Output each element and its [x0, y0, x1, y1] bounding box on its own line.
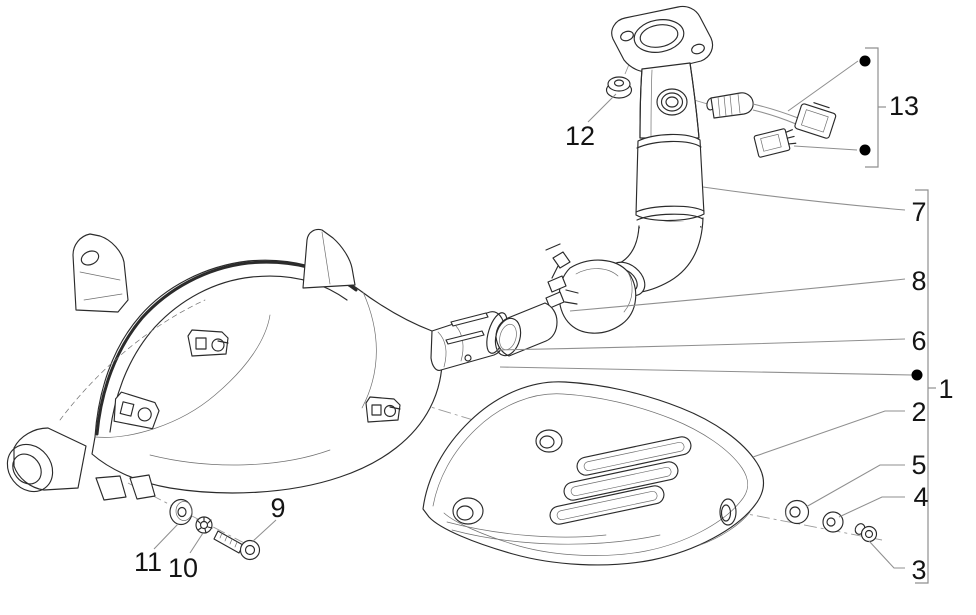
cover-lower-ribs	[446, 521, 661, 545]
leader-10	[189, 532, 204, 554]
callout-label-4: 4	[913, 482, 928, 512]
muffler-body	[6, 228, 508, 501]
flange-hole-right	[691, 43, 705, 55]
muffler-cap-edge	[94, 314, 271, 438]
callout-dot-1	[911, 369, 923, 381]
callout-label-5: 5	[911, 450, 926, 480]
leader-1	[499, 366, 913, 376]
callout-label-6: 6	[911, 326, 926, 356]
exhaust-tip	[6, 427, 87, 493]
mount-bracket-left-hole	[80, 250, 100, 266]
sensor-body	[710, 92, 754, 119]
mount-bracket-right	[302, 228, 356, 289]
sensor-connector-small	[753, 128, 797, 158]
leader-6	[496, 338, 906, 351]
leader-5	[805, 464, 905, 508]
flange-nut	[605, 76, 633, 99]
leader-12	[587, 93, 617, 123]
cover-hole-right	[719, 498, 737, 526]
bottom-fin-2	[129, 474, 156, 500]
screw-3	[854, 523, 878, 543]
mount-bracket-left-folds	[79, 271, 123, 301]
flange-port-outer	[633, 19, 685, 53]
outlet-stub	[430, 311, 508, 371]
stub-slot-2	[445, 330, 485, 345]
muffler-dome-line	[59, 299, 206, 421]
washer-4	[822, 511, 844, 533]
sensor-connector-large	[794, 102, 837, 139]
callout-dot-13a	[859, 55, 871, 67]
callout-label-1: 1	[938, 374, 953, 404]
oxygen-sensor-kit	[706, 92, 837, 158]
exhaust-pipe-assembly	[606, 5, 714, 298]
screw-9	[213, 530, 261, 561]
toothed-washer-10	[195, 516, 213, 534]
callout-dot-13b	[859, 144, 871, 156]
cover-hole-bottom-left	[452, 497, 484, 525]
leader-11	[153, 523, 179, 550]
leader-9	[251, 519, 277, 543]
callout-label-9: 9	[270, 493, 285, 523]
spring-clip-2	[113, 391, 160, 430]
muffler-seam-right	[361, 291, 377, 409]
callout-label-7: 7	[911, 197, 926, 227]
spacer-5	[784, 499, 810, 525]
washer-11	[169, 498, 193, 526]
cover-right-edge-line	[699, 511, 751, 546]
centerline-nut-axis	[619, 61, 631, 87]
clamp-tab-1	[547, 275, 567, 293]
clamp-bolt	[552, 251, 571, 269]
callout-label-10: 10	[168, 553, 198, 583]
callout-label-12: 12	[565, 121, 595, 151]
flange-hole-left	[620, 30, 634, 42]
sensor-boss	[656, 88, 688, 116]
callout-labels: 1 2 3 4 5 6 7 8 9 10 11 12 13	[134, 91, 954, 585]
leader-2	[752, 410, 905, 458]
centerline-lower-fastener-axis	[127, 482, 251, 547]
callout-label-2: 2	[911, 397, 926, 427]
mount-bracket-right-fold	[321, 231, 331, 285]
muffler-lower-line	[149, 449, 331, 466]
leader-7	[702, 186, 906, 211]
centerline-sensor-axis	[693, 99, 719, 108]
stub-drain-hole	[464, 354, 472, 362]
cover-inner-outline	[432, 393, 749, 556]
mount-bracket-left	[72, 233, 129, 313]
callout-label-8: 8	[911, 266, 926, 296]
exhaust-clamp	[545, 243, 637, 334]
gasket-sleeve	[494, 302, 558, 357]
leader-13a	[787, 60, 859, 112]
catalyst-body	[635, 133, 705, 222]
pipe-tube	[639, 62, 700, 139]
cover-hole-top	[535, 429, 563, 453]
leader-13b	[793, 145, 858, 151]
callout-label-13: 13	[889, 91, 919, 121]
bottom-fin-1	[95, 475, 127, 501]
leader-lines	[153, 60, 913, 569]
callout-bracket-1	[915, 189, 929, 584]
flange-port-inner	[639, 24, 679, 48]
leader-8	[569, 278, 906, 312]
stub-slot-1	[450, 312, 489, 327]
leader-4	[838, 496, 905, 518]
callout-label-3: 3	[911, 555, 926, 585]
muffler-silhouette	[91, 259, 443, 494]
callout-label-11: 11	[134, 547, 162, 577]
heat-shield-cover	[422, 381, 765, 566]
callout-brackets	[859, 47, 936, 584]
cover-louvers	[549, 436, 692, 525]
spring-clip-3	[365, 396, 401, 423]
centerline-cover-axis	[231, 345, 883, 541]
spring-clip-1	[187, 329, 229, 357]
leader-3	[868, 540, 905, 569]
